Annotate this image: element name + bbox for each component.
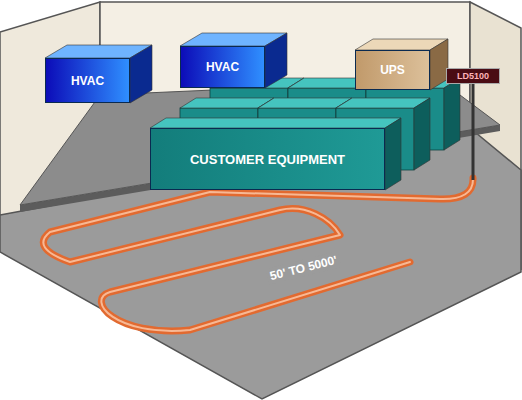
- box-label: HVAC: [206, 60, 239, 74]
- equipment-rack-row-top: [150, 118, 401, 128]
- hvac-unit: HVAC: [180, 46, 265, 88]
- box-label: UPS: [380, 63, 405, 77]
- box-label: HVAC: [71, 74, 104, 88]
- hvac-unit-side: [130, 45, 152, 103]
- box-label: LD5100: [457, 71, 489, 81]
- cable-highlight: [43, 178, 473, 331]
- hvac-unit-side: [265, 33, 287, 88]
- equipment-rack-row: CUSTOMER EQUIPMENT: [150, 128, 385, 190]
- equipment-volumes: [45, 33, 460, 190]
- rack-side: [444, 78, 460, 150]
- sensing-cable: [43, 178, 473, 331]
- hvac-unit: HVAC: [45, 58, 130, 103]
- sign-pole: [472, 84, 475, 180]
- box-label: CUSTOMER EQUIPMENT: [190, 152, 345, 167]
- leak-detector-sign: LD5100: [446, 68, 500, 84]
- rack-side: [414, 98, 430, 170]
- equipment-rack-row-side: [385, 118, 401, 190]
- ups-unit: UPS: [355, 50, 430, 90]
